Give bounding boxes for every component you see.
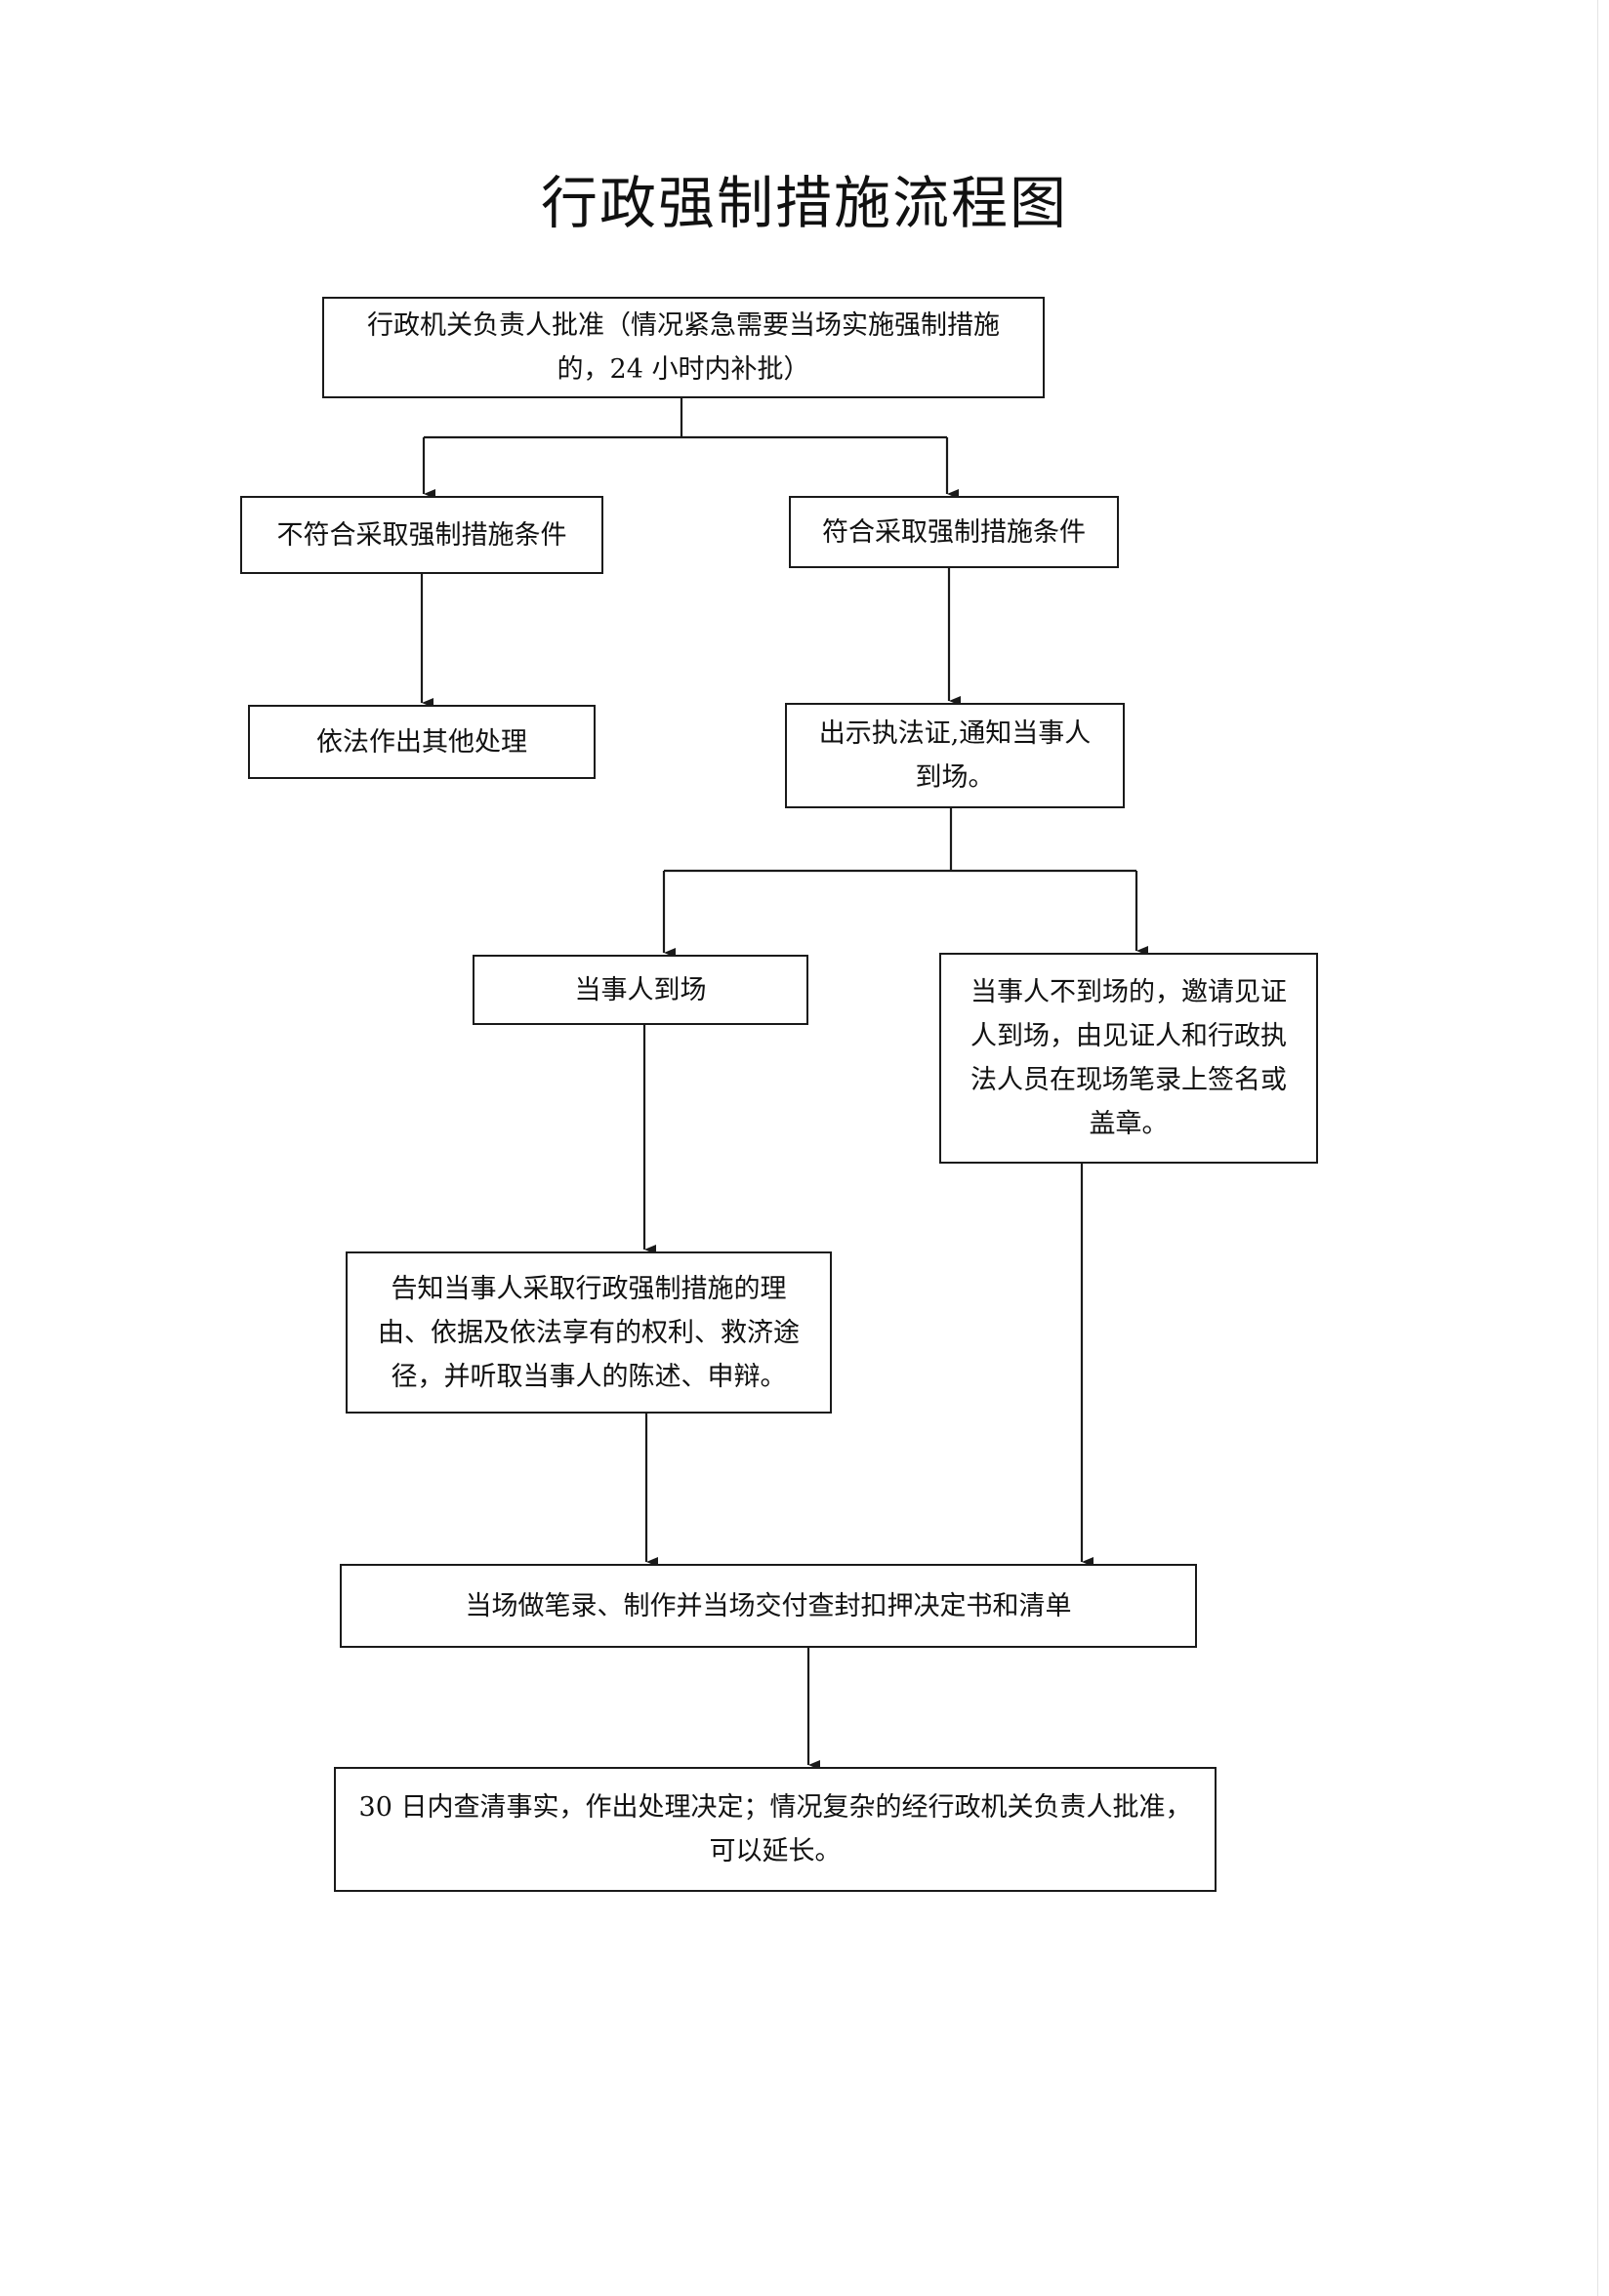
node-qualified: 符合采取强制措施条件 bbox=[789, 496, 1119, 568]
node-qualified-text: 符合采取强制措施条件 bbox=[822, 516, 1086, 548]
node-decision-text: 30 日内查清事实，作出处理决定；情况复杂的经行政机关负责人批准，可以延长。 bbox=[358, 1792, 1192, 1866]
node-party-present-text: 当事人到场 bbox=[574, 974, 707, 1005]
node-party-absent-text: 当事人不到场的，邀请见证人到场，由见证人和行政执法人员在现场笔录上签名或盖章。 bbox=[970, 977, 1287, 1139]
diagram-title: 行政强制措施流程图 bbox=[540, 170, 1068, 236]
page-edge bbox=[1597, 0, 1598, 2296]
node-approval: 行政机关负责人批准（情况紧急需要当场实施强制措施的，24 小时内补批） bbox=[322, 297, 1045, 398]
node-make-record: 当场做笔录、制作并当场交付查封扣押决定书和清单 bbox=[340, 1564, 1197, 1648]
node-inform-party-text: 告知当事人采取行政强制措施的理由、依据及依法享有的权利、救济途径，并听取当事人的… bbox=[378, 1273, 800, 1392]
node-other-handling-text: 依法作出其他处理 bbox=[316, 726, 527, 758]
node-show-certificate-text: 出示执法证,通知当事人到场。 bbox=[818, 718, 1092, 793]
node-party-present: 当事人到场 bbox=[473, 955, 808, 1025]
node-show-certificate: 出示执法证,通知当事人到场。 bbox=[785, 703, 1125, 808]
node-party-absent: 当事人不到场的，邀请见证人到场，由见证人和行政执法人员在现场笔录上签名或盖章。 bbox=[939, 953, 1318, 1164]
node-not-qualified-text: 不符合采取强制措施条件 bbox=[276, 519, 567, 551]
node-make-record-text: 当场做笔录、制作并当场交付查封扣押决定书和清单 bbox=[465, 1590, 1072, 1621]
node-approval-text: 行政机关负责人批准（情况紧急需要当场实施强制措施的，24 小时内补批） bbox=[367, 310, 1000, 385]
node-decision: 30 日内查清事实，作出处理决定；情况复杂的经行政机关负责人批准，可以延长。 bbox=[334, 1767, 1217, 1892]
node-inform-party: 告知当事人采取行政强制措施的理由、依据及依法享有的权利、救济途径，并听取当事人的… bbox=[346, 1251, 832, 1414]
node-other-handling: 依法作出其他处理 bbox=[248, 705, 596, 779]
node-not-qualified: 不符合采取强制措施条件 bbox=[240, 496, 603, 574]
